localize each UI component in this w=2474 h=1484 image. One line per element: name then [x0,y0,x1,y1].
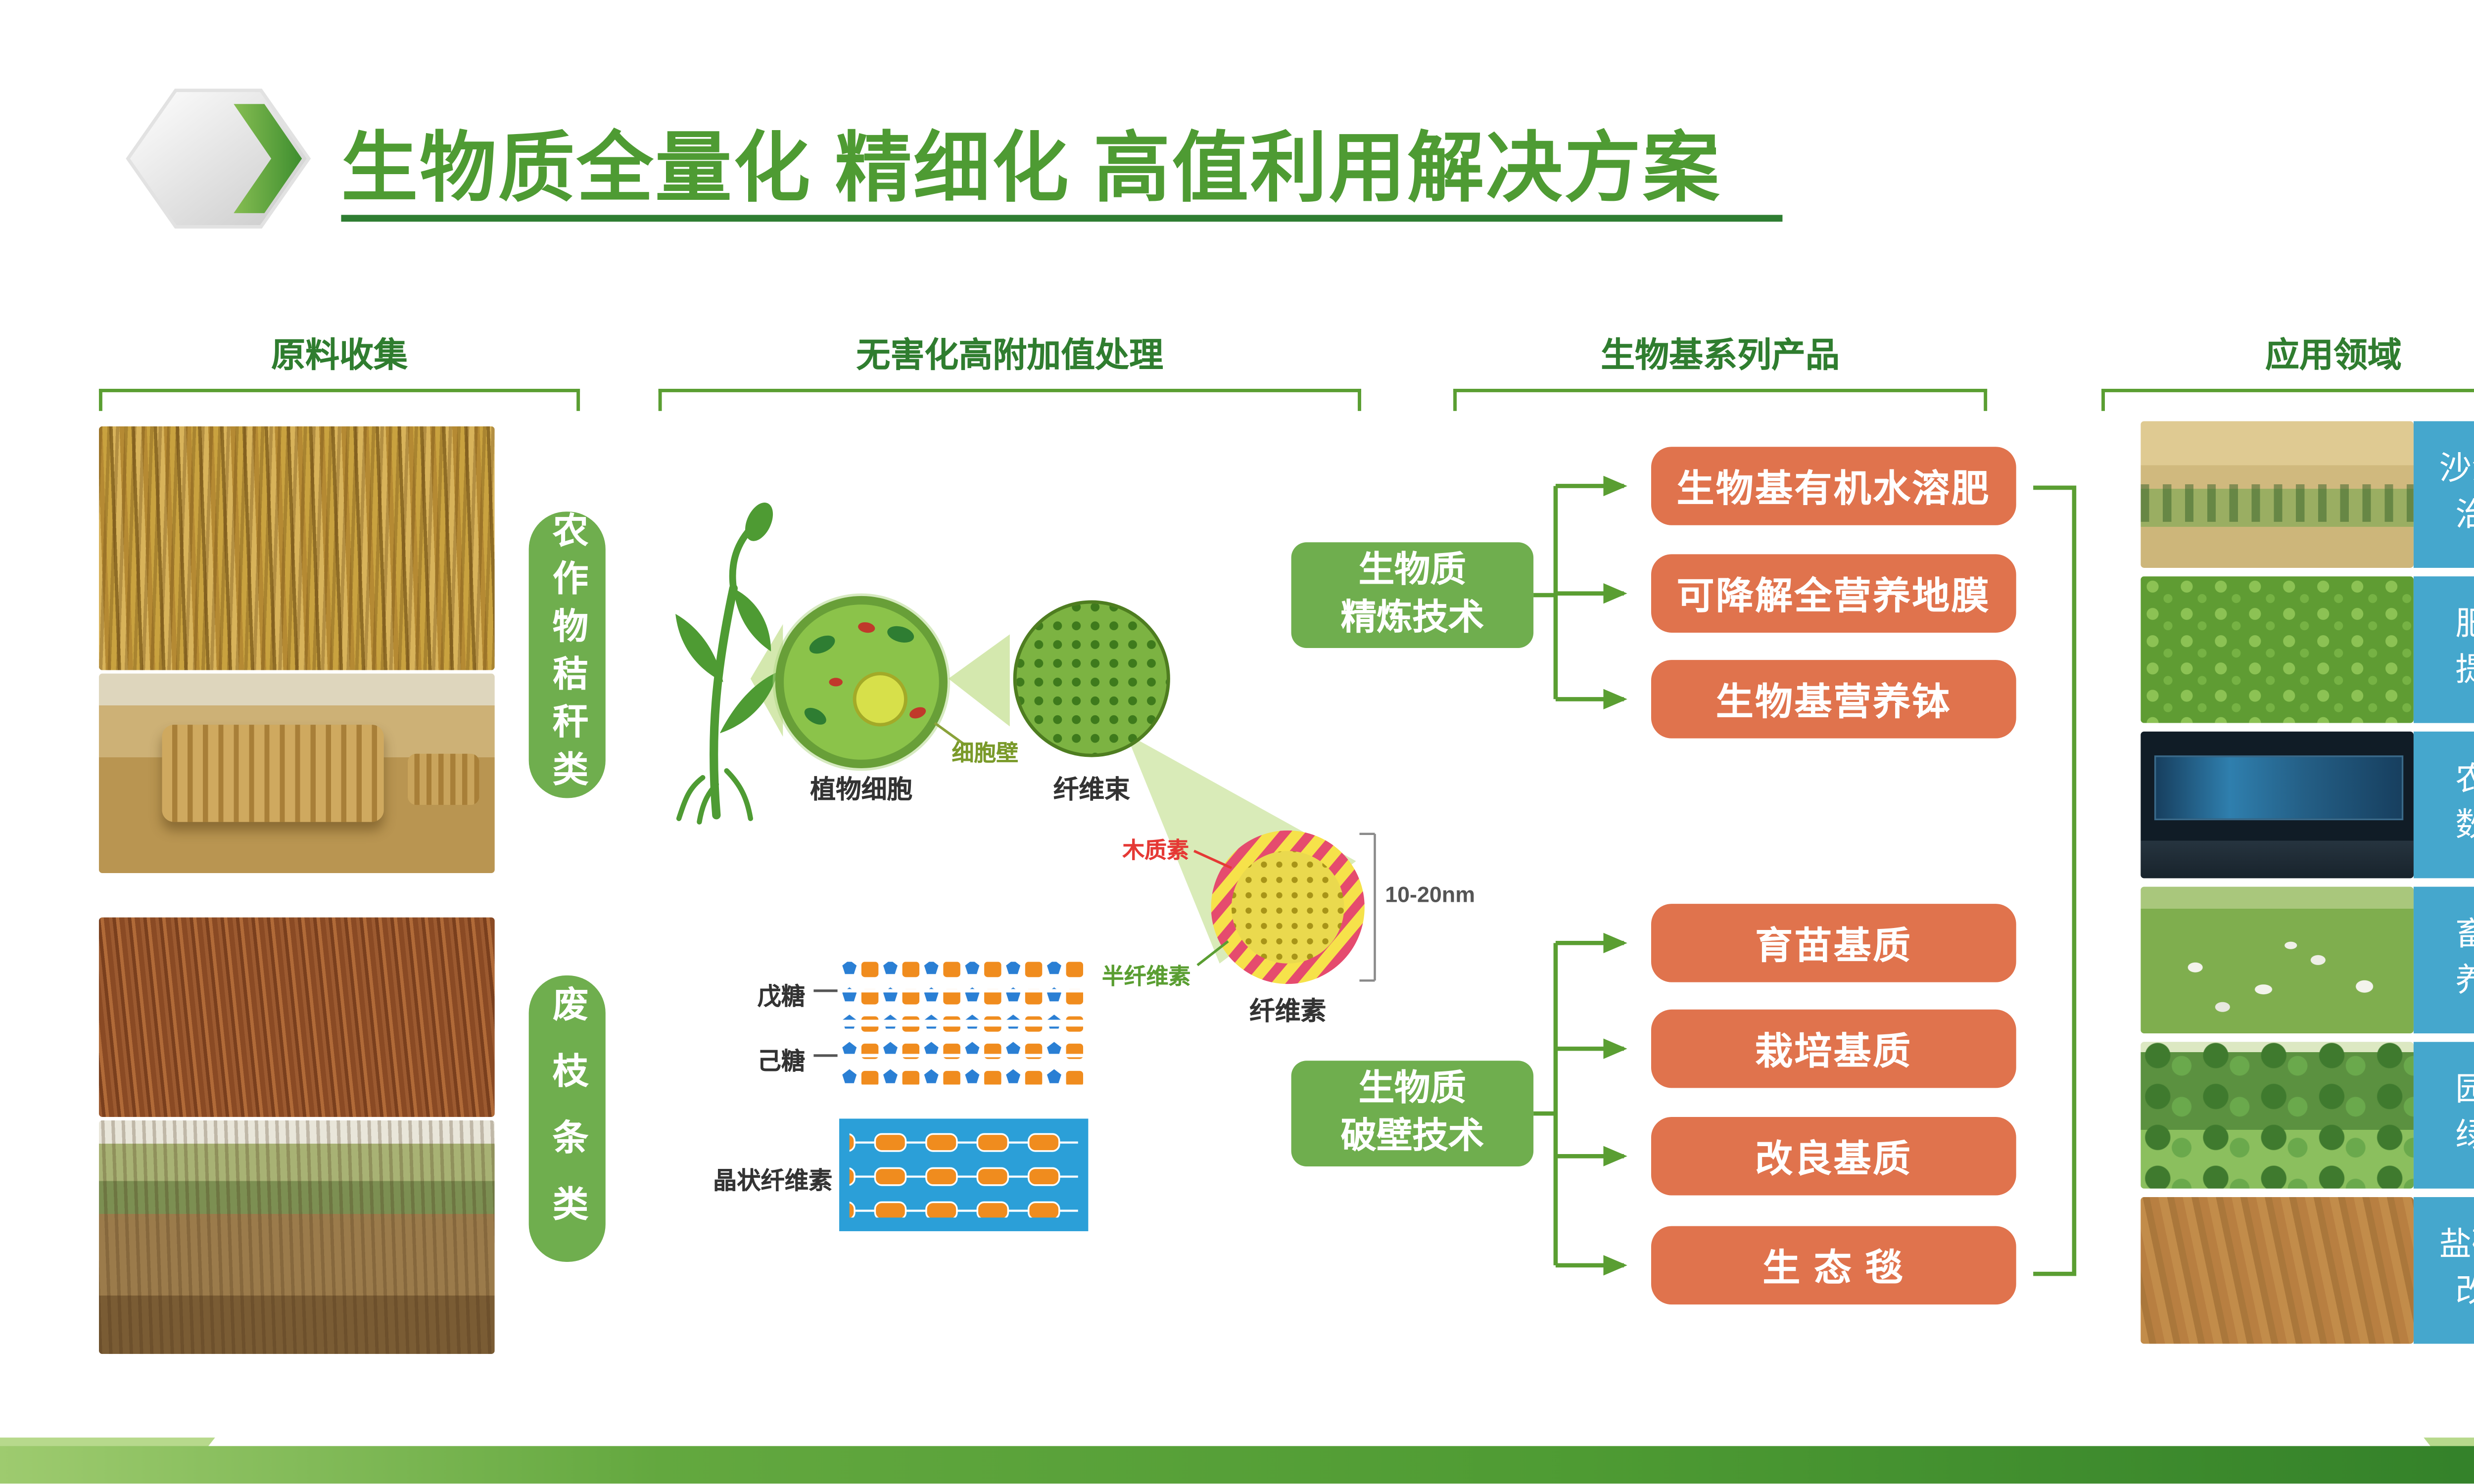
app-label-fertility: 肥力 提升 [2413,576,2474,723]
label-plant-cell: 植物细胞 [810,776,913,805]
app-label-line: 数据 [2455,805,2474,850]
refining-tech-line1: 生物质 [1358,550,1466,590]
label-scale-10-20nm: 10-20nm [1385,881,1475,907]
product-seedling-substrate: 育苗基质 [1651,904,2016,982]
app-label-livestock: 畜牧 养殖 [2413,886,2474,1034]
refining-tech-line2: 精炼技术 [1340,599,1484,638]
bottom-ribbon [0,1446,2474,1484]
product-connectors [1533,475,1627,1276]
title-underline [341,215,1783,222]
label-hemicellulose: 半纤维素 [1101,963,1191,989]
label-fiber-bundle: 纤维束 [1053,776,1130,805]
section-bracket [98,388,580,411]
app-label-line: 农业 [2455,759,2474,805]
photo-landscaping [2141,1042,2414,1189]
photo-livestock [2141,886,2414,1034]
product-ecological-blanket: 生 态 毯 [1651,1226,2016,1305]
product-improvement-substrate: 改良基质 [1651,1116,2016,1196]
section-title: 原料收集 [271,337,408,375]
photo-corn-stalks [98,426,495,670]
app-label-line: 肥力 [2455,604,2474,650]
breaking-tech-line2: 破壁技术 [1340,1116,1484,1157]
app-label-line: 盐碱地 [2439,1228,2474,1264]
product-degradable-mulch-film: 可降解全营养地膜 [1651,554,2016,633]
photo-fertility [2141,576,2414,723]
photo-agri-data [2141,731,2414,879]
photo-desertification [2141,421,2414,568]
section-title: 无害化高附加值处理 [856,337,1164,375]
label-lignin: 木质素 [1122,837,1189,863]
product-organic-water-soluble-fertilizer: 生物基有机水溶肥 [1651,447,2016,525]
app-label-desertification: 沙漠化 治理 [2413,421,2474,568]
plant-illustration [675,503,778,825]
photo-straw-bales [98,673,495,874]
crystalline-cellulose-diagram [839,1118,1089,1231]
section-bracket [2101,388,2474,411]
category-waste-branches: 废枝条类 [528,975,606,1262]
category-crop-straw: 农作物秸秆类 [528,511,606,798]
section-header-products: 生物基系列产品 [1453,327,1988,411]
product-cultivation-substrate: 栽培基质 [1651,1009,2016,1088]
app-label-line: 养殖 [2455,960,2474,1006]
app-label-agri-data: 农业 数据 [2413,731,2474,879]
section-bracket [658,388,1361,411]
refining-tech-box: 生物质 精炼技术 [1291,542,1534,648]
section-title: 应用领域 [2265,337,2402,375]
label-crystalline-cellulose: 晶状纤维素 [713,1166,833,1194]
hexagon-chevron-logo-icon [126,89,311,229]
label-pentose: 戊糖 [757,982,806,1010]
app-label-line: 绿化 [2455,1115,2474,1161]
sugar-chain-diagram [813,962,1084,1085]
label-cellulose: 纤维素 [1249,997,1327,1027]
photo-branch-pile [98,917,495,1117]
product-nutrient-pot: 生物基营养钵 [1651,660,2016,739]
app-label-line: 改良 [2455,1270,2474,1316]
section-bracket [1453,388,1988,411]
app-label-landscaping: 园林 绿化 [2413,1042,2474,1189]
cellulose-diagram [1193,830,1376,984]
products-group-bracket [2033,485,2077,1276]
app-label-line: 沙漠化 [2439,452,2474,489]
app-label-saline-soil: 盐碱地 改良 [2413,1197,2474,1344]
app-label-line: 治理 [2455,495,2474,540]
plant-cell-diagram [772,593,966,771]
photo-saline-soil [2141,1197,2414,1344]
section-header-processing: 无害化高附加值处理 [658,327,1361,411]
breaking-tech-line1: 生物质 [1358,1068,1466,1108]
section-header-collection: 原料收集 [98,327,580,411]
app-label-line: 提升 [2455,649,2474,695]
label-cell-wall: 细胞壁 [952,740,1019,766]
page-title: 生物质全量化 精细化 高值利用解决方案 [341,124,1721,212]
app-label-line: 园林 [2455,1070,2474,1115]
section-title: 生物基系列产品 [1601,337,1840,375]
fiber-bundle-diagram [1013,600,1170,757]
label-hexose: 己糖 [757,1047,806,1074]
breaking-tech-box: 生物质 破壁技术 [1291,1061,1534,1166]
section-header-applications: 应用领域 [2101,327,2474,411]
app-label-line: 畜牧 [2455,915,2474,960]
photo-vineyard-branches [98,1120,495,1354]
